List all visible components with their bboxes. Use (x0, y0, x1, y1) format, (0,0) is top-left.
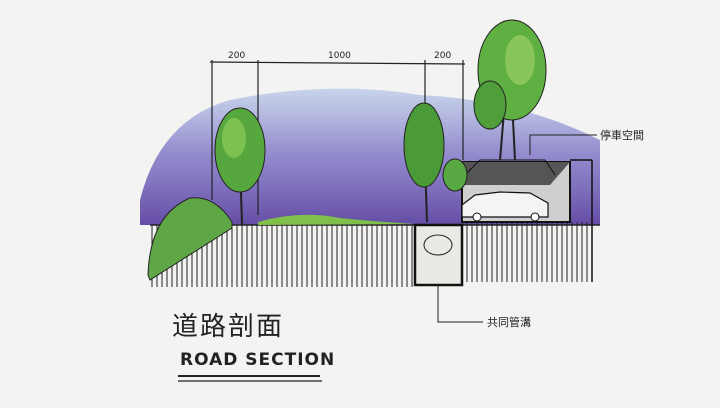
landscape-mound (147, 197, 233, 281)
dimension-left: 200 (228, 51, 246, 61)
car-icon (461, 191, 549, 222)
title-english: ROAD SECTION (180, 350, 336, 370)
dimension-center: 1000 (328, 51, 351, 61)
tunnel-leader (437, 285, 483, 323)
parking-label: 停車空間 (600, 129, 644, 142)
tree-left (214, 107, 266, 226)
ground-section-right (462, 222, 592, 282)
title-chinese: 道路剖面 (172, 312, 285, 342)
tree-right (473, 19, 547, 161)
parking-structure (461, 159, 593, 282)
utility-tunnel-label: 共同管溝 (487, 316, 531, 329)
dimension-right: 200 (434, 51, 452, 61)
parking-leader (529, 134, 597, 155)
tree-middle (403, 102, 468, 223)
planting-strip (258, 214, 415, 225)
